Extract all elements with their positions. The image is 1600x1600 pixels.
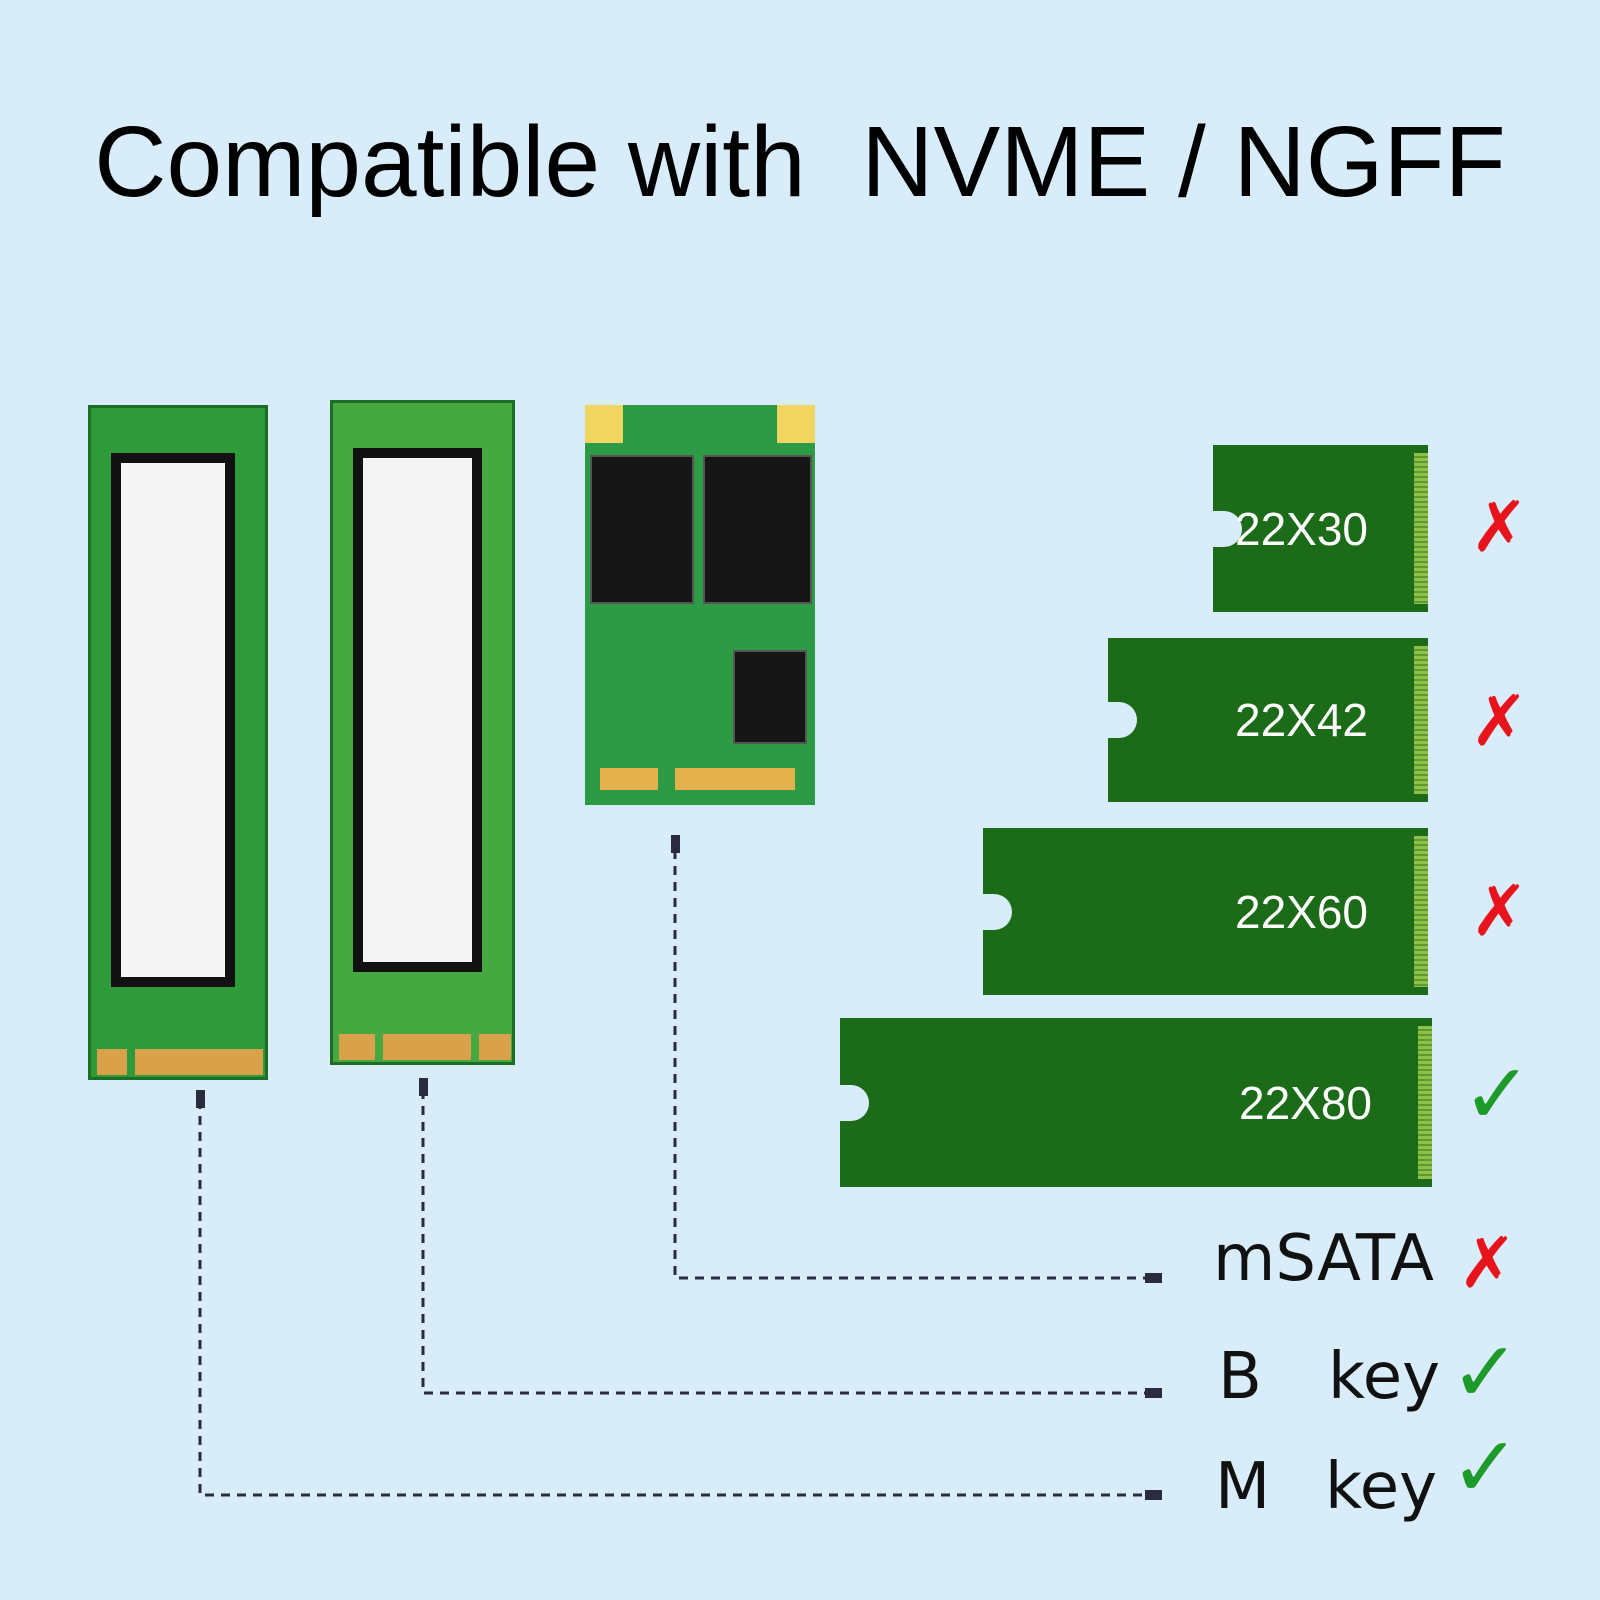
board-22x60: 22X60 bbox=[982, 828, 1428, 995]
board-22x30: 22X30 bbox=[1212, 445, 1428, 612]
m-key-suffix: key bbox=[1325, 1450, 1438, 1524]
check-icon: ✓ bbox=[1450, 1323, 1521, 1421]
board-22x80: 22X80 bbox=[839, 1018, 1432, 1187]
m-key-ssd-image bbox=[88, 405, 268, 1080]
cross-icon: ✗ bbox=[1470, 870, 1529, 952]
m-key-letter: M bbox=[1215, 1450, 1271, 1524]
cross-icon: ✗ bbox=[1458, 1222, 1517, 1304]
cross-icon: ✗ bbox=[1470, 680, 1529, 762]
board-22x42: 22X42 bbox=[1107, 638, 1428, 802]
page-title: Compatible with NVME / NGFF bbox=[94, 106, 1506, 218]
check-icon: ✓ bbox=[1462, 1045, 1533, 1143]
b-key-ssd-image bbox=[330, 400, 515, 1065]
b-key-letter: B bbox=[1218, 1340, 1262, 1414]
msata-ssd-image bbox=[585, 405, 815, 805]
cross-icon: ✗ bbox=[1470, 486, 1529, 568]
check-icon: ✓ bbox=[1450, 1418, 1521, 1516]
msata-label: mSATA bbox=[1213, 1222, 1434, 1296]
b-key-suffix: key bbox=[1328, 1340, 1441, 1414]
